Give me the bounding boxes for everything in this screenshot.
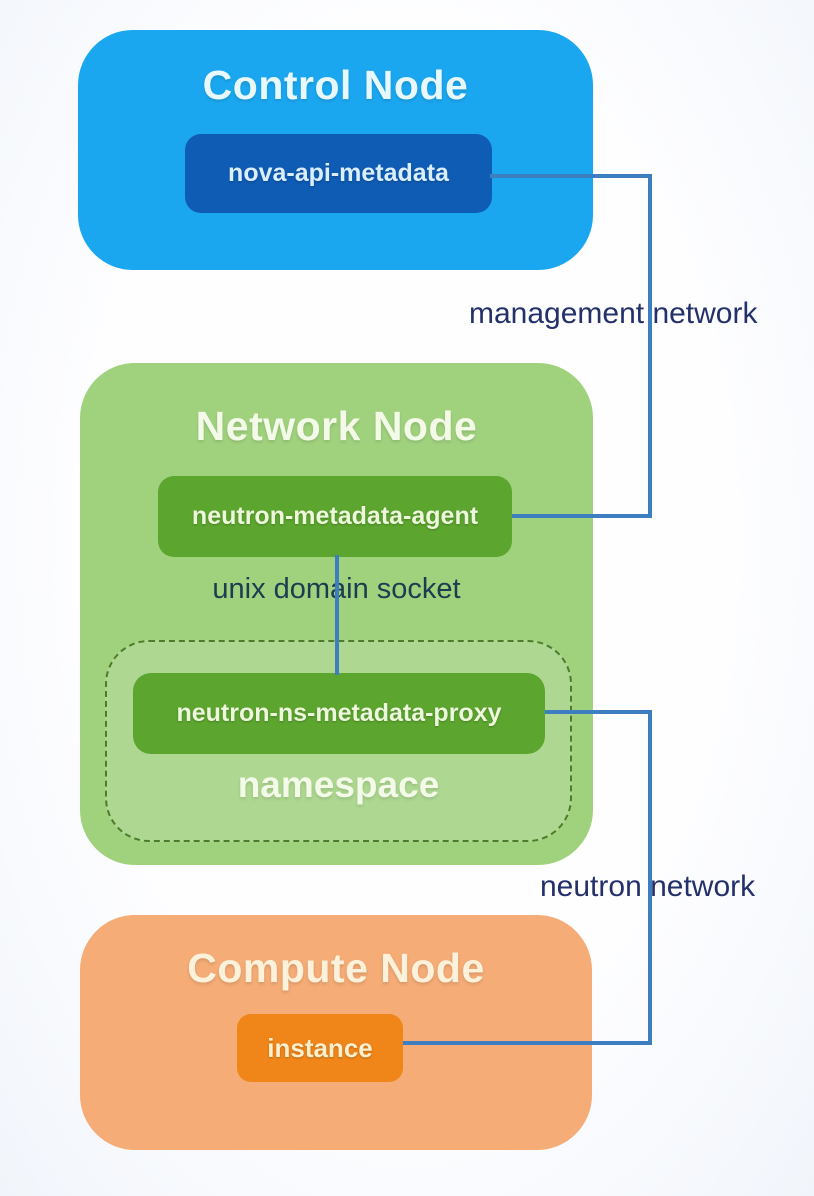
control-node: Control Node nova-api-metadata <box>78 30 593 270</box>
network-node-title: Network Node <box>195 403 478 449</box>
nova-api-metadata-label: nova-api-metadata <box>228 159 449 187</box>
nova-api-metadata-box: nova-api-metadata <box>185 134 492 213</box>
control-node-title: Control Node <box>202 62 469 108</box>
compute-node-title: Compute Node <box>187 945 485 991</box>
instance-label: instance <box>267 1032 373 1063</box>
neutron-metadata-agent-label: neutron-metadata-agent <box>191 502 479 530</box>
management-network-label: management network <box>469 297 758 330</box>
neutron-ns-metadata-proxy-label: neutron-ns-metadata-proxy <box>176 699 502 727</box>
neutron-metadata-agent-box: neutron-metadata-agent <box>158 476 512 557</box>
neutron-network-label: neutron network <box>540 870 756 903</box>
compute-node: Compute Node instance <box>80 915 592 1150</box>
instance-box: instance <box>237 1014 403 1082</box>
namespace-box: neutron-ns-metadata-proxy namespace <box>105 640 572 842</box>
network-node: Network Node neutron-metadata-agent unix… <box>80 363 593 865</box>
namespace-label: namespace <box>237 764 440 805</box>
neutron-ns-metadata-proxy-box: neutron-ns-metadata-proxy <box>133 673 545 754</box>
unix-domain-socket-label: unix domain socket <box>212 573 461 605</box>
